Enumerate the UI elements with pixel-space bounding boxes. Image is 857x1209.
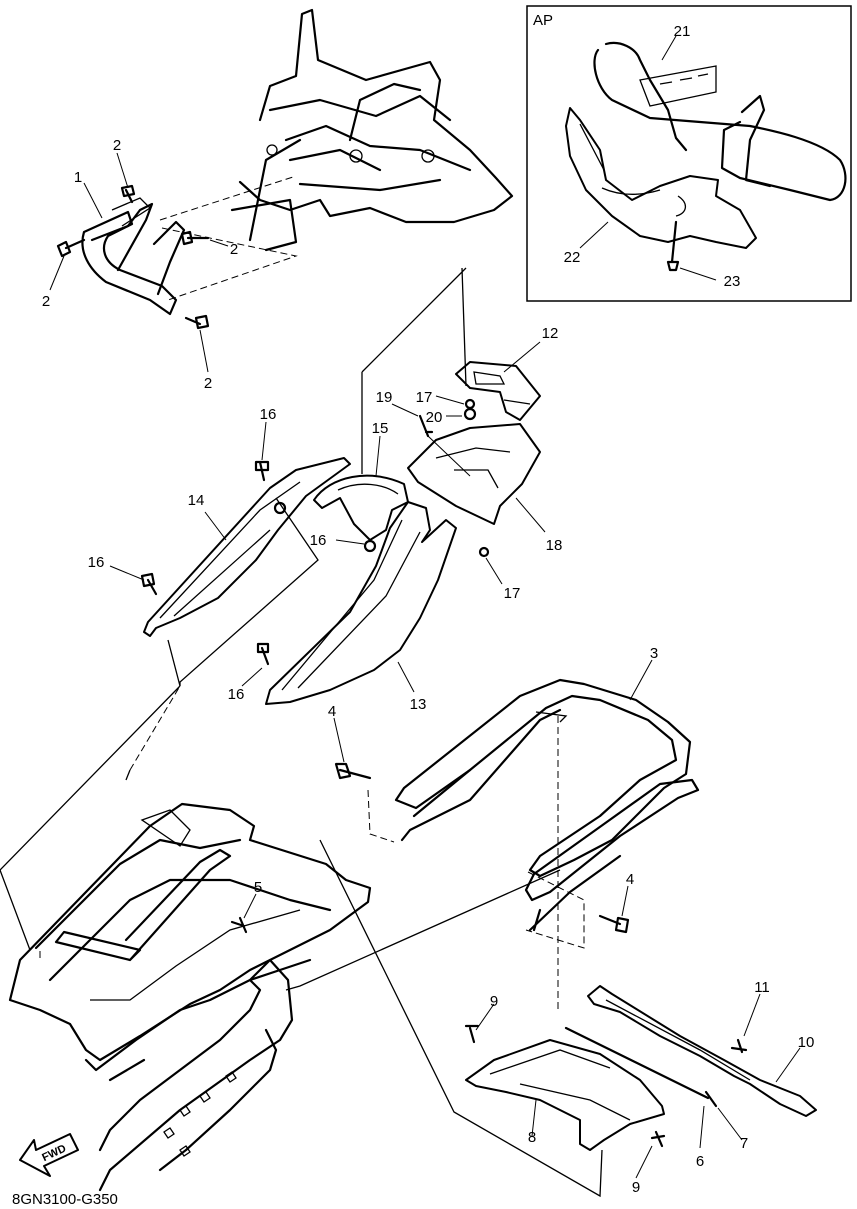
screw-7 [704,1090,718,1108]
callout-18: 18 [546,537,563,554]
part-23-bolt [666,220,680,272]
nut-20 [463,407,477,421]
part-13-side-cover [265,501,457,705]
callout-9: 9 [632,1179,640,1196]
callout-labels: 2 1 2 2 2 21 22 23 12 17 19 20 16 15 14 … [42,23,815,1196]
rod-6 [564,1026,710,1100]
bolt-2-set [56,184,210,330]
callout-2: 2 [113,137,121,154]
callout-9: 9 [490,993,498,1010]
part-12-bracket [455,361,541,421]
callout-16: 16 [260,406,277,423]
callout-2: 2 [204,375,212,392]
callout-16: 16 [228,686,245,703]
callout-20: 20 [426,409,443,426]
callout-2: 2 [42,293,50,310]
callout-4: 4 [626,871,634,888]
inset-ap: AP [526,5,852,302]
callout-1: 1 [74,169,82,186]
fwd-arrow-icon: FWD [19,1133,79,1177]
part-22-guard [565,107,757,249]
callout-12: 12 [542,325,559,342]
callout-19: 19 [376,389,393,406]
callout-10: 10 [798,1034,815,1051]
callout-17: 17 [416,389,433,406]
callout-11: 11 [754,979,770,996]
callout-4: 4 [328,703,336,720]
callout-13: 13 [410,696,427,713]
callout-21: 21 [674,23,691,40]
clip-5 [230,916,248,934]
callout-22: 22 [564,249,581,266]
part-21-rear-bar [593,48,847,202]
screw-9-set [464,1024,666,1148]
bolt-19 [418,414,434,438]
callout-3: 3 [650,645,658,662]
part-18-cover [407,423,541,525]
part-8-footrest [465,1039,665,1151]
inset-title: AP [533,12,553,29]
nut-17b [478,546,490,558]
screw-16-set [140,460,377,666]
callout-7: 7 [740,1135,748,1152]
callout-16: 16 [310,532,327,549]
part-1-front-bar [81,197,186,316]
callout-8: 8 [528,1129,536,1146]
callout-16: 16 [88,554,105,571]
callout-17: 17 [504,585,521,602]
bolt-4-set [334,762,630,934]
drawing-code: 8GN3100-G350 [12,1191,118,1208]
lower-frame [8,802,372,1192]
screw-11 [730,1038,748,1054]
callout-15: 15 [372,420,389,437]
callout-5: 5 [254,879,262,896]
upper-frame [159,8,514,301]
part-10-stay [587,985,817,1117]
callout-23: 23 [724,273,741,290]
callout-14: 14 [188,492,205,509]
nut-17a [464,398,476,410]
part-14-side-cover [143,457,351,637]
callout-6: 6 [696,1153,704,1170]
part-3-rear-rack [394,678,700,932]
callout-2: 2 [230,241,238,258]
part-15-shell [313,474,409,541]
